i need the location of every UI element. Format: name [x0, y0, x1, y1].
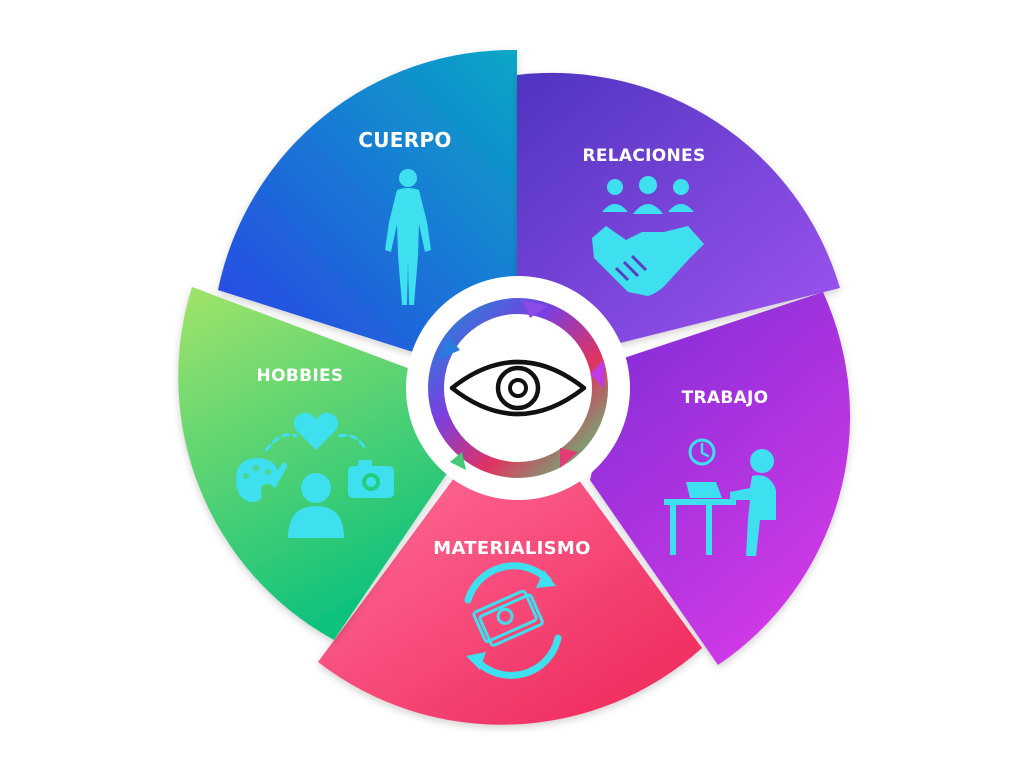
segment-cuerpo	[218, 49, 517, 352]
segment-trabajo	[590, 292, 851, 665]
desk-worker-icon	[664, 438, 776, 556]
eye-icon	[449, 359, 587, 417]
segment-label-relaciones: RELACIONES	[582, 146, 705, 166]
segment-label-materialismo: MATERIALISMO	[433, 538, 590, 559]
center-cycle	[406, 276, 630, 500]
handshake-group-icon	[592, 176, 704, 296]
segment-label-cuerpo: CUERPO	[358, 128, 451, 152]
segment-label-trabajo: TRABAJO	[682, 388, 769, 408]
segment-hobbies	[178, 287, 452, 640]
money-cycle-icon	[464, 562, 562, 679]
segment-label-hobbies: HOBBIES	[257, 366, 344, 386]
human-body-icon	[385, 169, 431, 305]
hobbies-icon	[236, 412, 394, 538]
